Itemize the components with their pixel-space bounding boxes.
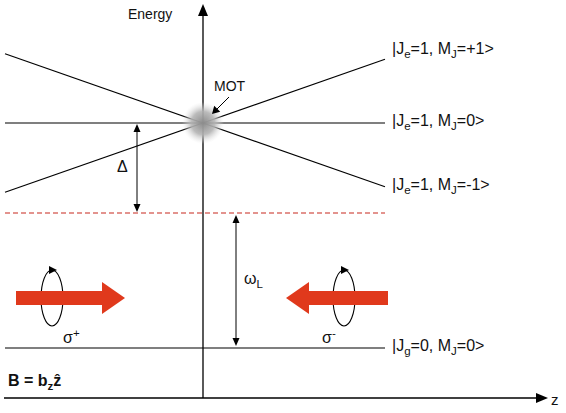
label-part: + bbox=[73, 327, 80, 339]
label-part: z bbox=[48, 380, 54, 392]
level-line bbox=[5, 59, 385, 192]
state-label: |Je=1, MJ=0> bbox=[392, 112, 484, 133]
label-part: z bbox=[551, 391, 559, 408]
state-label: |Je=1, MJ=-1> bbox=[392, 176, 490, 197]
label-part: B = b bbox=[8, 372, 48, 389]
label-part: e bbox=[404, 48, 410, 60]
label-part: |J bbox=[392, 176, 404, 193]
state-label-text: |Je=1, MJ=+1> bbox=[392, 40, 494, 57]
polarisation-label-text: σ+ bbox=[63, 329, 80, 346]
label-part: Δ bbox=[117, 158, 128, 175]
axis-arrowhead bbox=[198, 4, 208, 16]
label-part: |J bbox=[392, 112, 404, 129]
axis-label-text: Energy bbox=[128, 6, 172, 22]
arrowhead bbox=[233, 338, 240, 346]
level-line bbox=[5, 54, 385, 187]
polarisation-label-text: σ- bbox=[322, 329, 336, 346]
label-part: ω bbox=[244, 270, 257, 287]
label-part: e bbox=[404, 120, 410, 132]
label-part: J bbox=[451, 345, 457, 357]
axis-label-text: z bbox=[551, 391, 559, 408]
detuning-arrow bbox=[137, 129, 138, 207]
arrowhead bbox=[49, 266, 57, 274]
field-label: B = bzẑ bbox=[8, 372, 61, 393]
label-part: |J bbox=[392, 40, 404, 57]
cloud-label-text: MOT bbox=[214, 78, 245, 94]
label-part: =-1> bbox=[457, 176, 490, 193]
leader-line bbox=[216, 97, 229, 110]
label-part: =1, M bbox=[411, 112, 451, 129]
axis-label: z bbox=[551, 391, 559, 409]
arrowhead bbox=[134, 124, 141, 132]
frequency-label: ωL bbox=[244, 270, 263, 291]
state-label: |Jg=0, MJ=0> bbox=[392, 337, 484, 358]
detuning-label: Δ bbox=[117, 158, 128, 176]
polarisation-label: σ+ bbox=[63, 327, 80, 348]
state-label-text: |Je=1, MJ=0> bbox=[392, 112, 484, 129]
frequency-arrow bbox=[236, 220, 237, 341]
cloud-label: MOT bbox=[214, 77, 245, 95]
laser-beam-arrow bbox=[286, 282, 388, 314]
energy-axis bbox=[202, 14, 203, 398]
label-part: =1, M bbox=[411, 40, 451, 57]
label-part: =0> bbox=[457, 112, 485, 129]
label-part: MOT bbox=[214, 78, 245, 94]
state-label-text: |Jg=0, MJ=0> bbox=[392, 337, 484, 354]
field-label-text: B = bzẑ bbox=[8, 372, 61, 389]
label-part: =0, M bbox=[411, 337, 451, 354]
label-part: ẑ bbox=[53, 372, 61, 389]
label-part: J bbox=[451, 184, 457, 196]
label-part: e bbox=[404, 184, 410, 196]
label-part: Energy bbox=[128, 6, 172, 22]
label-part: =1, M bbox=[411, 176, 451, 193]
arrowhead bbox=[134, 204, 141, 212]
z-axis bbox=[4, 397, 538, 398]
axis-label: Energy bbox=[128, 5, 172, 23]
label-part: J bbox=[451, 120, 457, 132]
arrowhead bbox=[233, 215, 240, 223]
axis-arrowhead bbox=[536, 393, 548, 403]
label-part: J bbox=[451, 48, 457, 60]
label-part: σ bbox=[63, 329, 73, 346]
label-part: g bbox=[404, 345, 410, 357]
laser-beam-arrow bbox=[16, 282, 125, 314]
arrowhead bbox=[341, 266, 349, 274]
polarisation-label: σ- bbox=[322, 327, 336, 348]
state-label: |Je=1, MJ=+1> bbox=[392, 40, 494, 61]
label-part: L bbox=[257, 278, 263, 290]
detuning-label-text: Δ bbox=[117, 158, 128, 175]
label-part: =+1> bbox=[457, 40, 494, 57]
frequency-label-text: ωL bbox=[244, 270, 263, 287]
laser-line bbox=[5, 212, 385, 213]
level-line bbox=[5, 347, 385, 348]
state-label-text: |Je=1, MJ=-1> bbox=[392, 176, 490, 193]
arrowhead bbox=[212, 106, 220, 114]
label-part: =0> bbox=[457, 337, 485, 354]
label-part: |J bbox=[392, 337, 404, 354]
label-part: σ bbox=[322, 329, 332, 346]
label-part: - bbox=[332, 327, 336, 339]
